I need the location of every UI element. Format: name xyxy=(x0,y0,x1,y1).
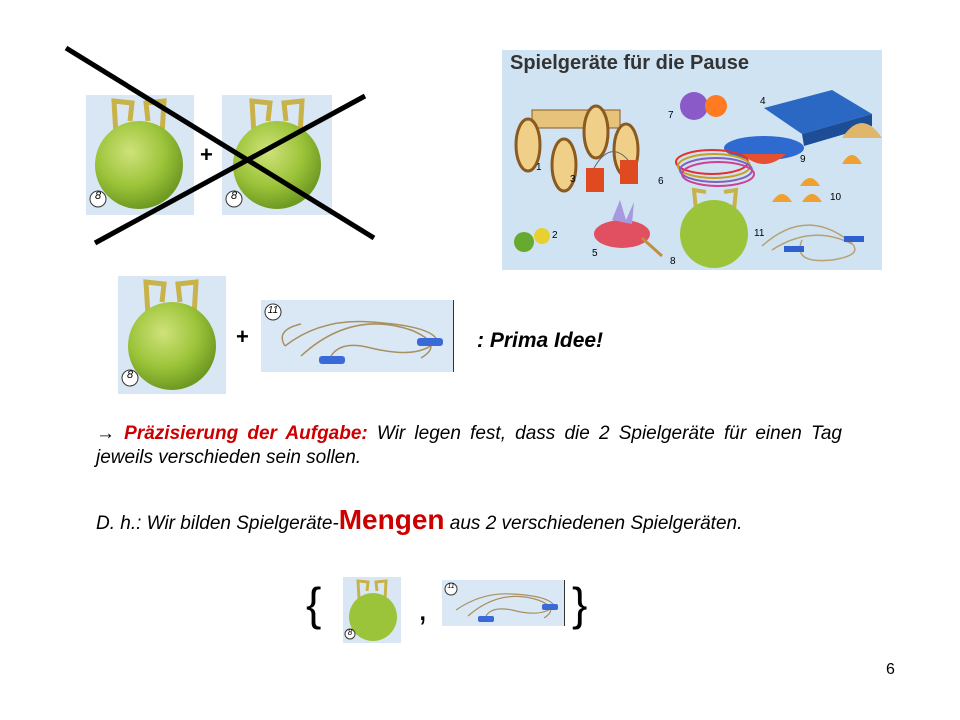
ball-card-right: 8 xyxy=(222,95,332,215)
badminton-set-icon xyxy=(594,200,664,258)
equipment-picture-title: Spielgeräte für die Pause xyxy=(510,52,749,74)
half-ball-icon xyxy=(772,155,862,202)
hopper-ball-icon xyxy=(344,579,397,641)
badge-8: 8 xyxy=(670,256,676,267)
badge-7: 7 xyxy=(668,110,674,121)
open-brace: { xyxy=(306,578,322,630)
hoop-rings-icon xyxy=(675,149,755,187)
badge-11: 11 xyxy=(754,228,765,239)
sets-suffix: aus 2 verschiedenen Spielgeräten. xyxy=(449,513,743,534)
badge-4: 4 xyxy=(760,96,766,107)
small-ball-icon xyxy=(534,228,550,244)
badge-2: 2 xyxy=(552,230,558,241)
close-brace: } xyxy=(572,578,588,630)
plus-sign: + xyxy=(236,324,249,349)
jump-rope-icon xyxy=(264,303,443,364)
equipment-picture: Spielgeräte für die Pause xyxy=(502,50,882,270)
balance-board-icon xyxy=(764,90,882,146)
ball-badge: 8 xyxy=(126,369,134,381)
badge-6: 6 xyxy=(658,176,664,187)
rope-card: 11 xyxy=(261,300,454,372)
plus-sign: + xyxy=(200,142,213,167)
badge-9: 9 xyxy=(800,154,806,165)
tin-stilts-icon xyxy=(586,151,638,192)
badge-5: 5 xyxy=(592,248,598,259)
jump-rope-icon xyxy=(444,582,558,622)
rope-badge: 11 xyxy=(267,305,279,316)
roller-toy-icon xyxy=(514,104,640,193)
badge-1: 1 xyxy=(536,162,542,173)
hopper-ball-icon xyxy=(121,279,216,390)
sets-highlight: Mengen xyxy=(338,504,445,535)
precision-text: Wir legen fest, dass die 2 Spielgeräte f… xyxy=(96,423,842,468)
orange-ball-icon xyxy=(705,95,727,117)
small-ball-icon xyxy=(514,232,534,252)
sets-prefix: D. h.: Wir bilden Spielgeräte- xyxy=(96,513,339,534)
set-rope-card: 11 xyxy=(442,580,565,626)
badge-10: 10 xyxy=(830,192,842,203)
purple-ball-icon xyxy=(680,92,708,120)
prima-idee-comment: : Prima Idee! xyxy=(477,329,604,352)
ball-card: 8 xyxy=(118,276,226,394)
hopper-ball-icon xyxy=(680,187,748,268)
sets-paragraph: D. h.: Wir bilden Spielgeräte-Mengen aus… xyxy=(96,506,816,536)
precision-paragraph: → Präzisierung der Aufgabe: Wir legen fe… xyxy=(96,422,842,470)
ball-badge: 8 xyxy=(94,190,102,202)
page-number: 6 xyxy=(886,661,895,678)
set-ball-badge: 8 xyxy=(347,628,353,637)
equipment-illustration xyxy=(514,90,882,268)
precision-label: Präzisierung der Aufgabe: xyxy=(124,423,368,444)
ball-badge: 8 xyxy=(230,190,238,202)
set-ball-card: 8 xyxy=(343,577,401,643)
ball-card-left: 8 xyxy=(86,95,194,215)
badge-3: 3 xyxy=(570,174,576,185)
jump-rope-icon xyxy=(761,224,864,262)
set-comma: , xyxy=(418,590,428,628)
arrow-icon: → xyxy=(96,423,115,444)
set-rope-badge: 11 xyxy=(447,583,455,590)
